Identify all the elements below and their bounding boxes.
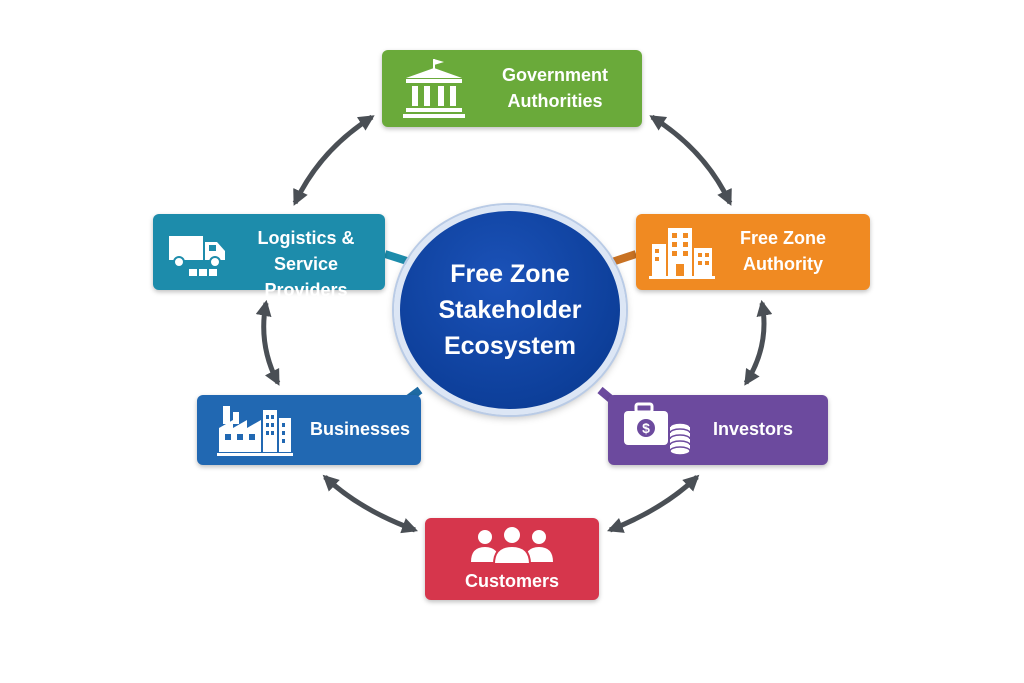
connector-center-fza: [610, 250, 638, 266]
customers-label: Customers: [425, 568, 599, 594]
investors-box: $ Investors: [608, 395, 828, 465]
truck-icon: [169, 236, 225, 276]
center-label-line-3: Ecosystem: [443, 332, 576, 360]
government-label-line-1: Government: [501, 65, 609, 85]
center-label-line-1: Free Zone: [450, 260, 570, 288]
government-authorities-label: Government Authorities: [480, 62, 630, 114]
government-building-icon: [403, 59, 465, 118]
people-group-icon: [471, 525, 553, 565]
customers-label-line-1: Customers: [464, 571, 560, 591]
customers-box: Customers: [425, 518, 599, 600]
arrow-investors-customers: [607, 474, 700, 533]
logistics-label: Logistics & Service Providers: [233, 225, 379, 303]
arrow-businesses-customers: [322, 474, 419, 534]
government-label-line-2: Authorities: [507, 91, 603, 111]
businesses-label: Businesses: [305, 416, 415, 442]
investors-label-line-1: Investors: [712, 419, 794, 439]
briefcase-money-icon: $: [624, 402, 691, 456]
logistics-label-line-2: Service Providers: [264, 254, 348, 300]
arrow-fza-investors: [743, 299, 773, 386]
office-building-icon: [649, 228, 715, 279]
arrow-logistics-businesses: [255, 299, 281, 386]
arrow-gov-fza: [649, 114, 733, 206]
businesses-label-line-1: Businesses: [309, 419, 411, 439]
factory-icon: [217, 406, 293, 456]
free-zone-authority-box: Free Zone Authority: [636, 214, 870, 290]
government-authorities-box: Government Authorities: [382, 50, 642, 127]
svg-text:$: $: [642, 420, 650, 436]
center-hub-label: Free Zone Stakeholder Ecosystem: [438, 256, 581, 364]
fza-label-line-1: Free Zone: [739, 228, 827, 248]
logistics-service-providers-box: Logistics & Service Providers: [153, 214, 385, 300]
connector-center-logistics: [383, 250, 412, 266]
arrow-gov-logistics: [292, 114, 375, 206]
center-label-line-2: Stakeholder: [438, 296, 582, 324]
fza-label-line-2: Authority: [743, 254, 823, 274]
investors-label: Investors: [698, 416, 808, 442]
center-hub-circle: Free Zone Stakeholder Ecosystem: [394, 205, 626, 415]
free-zone-authority-label: Free Zone Authority: [722, 225, 844, 277]
logistics-label-line-1: Logistics &: [257, 228, 355, 248]
businesses-box: Businesses: [197, 395, 421, 465]
